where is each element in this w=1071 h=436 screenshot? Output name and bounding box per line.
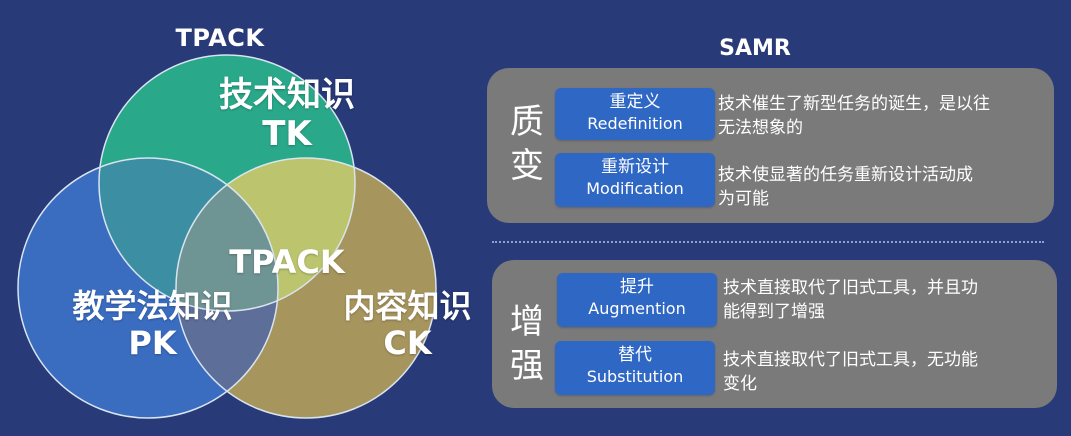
category-transformation: 质 变 bbox=[505, 100, 549, 188]
level-substitution[interactable]: 替代 Substitution bbox=[555, 341, 715, 395]
category-enhancement: 增 强 bbox=[505, 300, 549, 388]
desc-line: 为可能 bbox=[718, 189, 769, 209]
level-en: Redefinition bbox=[587, 114, 683, 133]
level-en: Augmention bbox=[588, 299, 686, 318]
level-zh: 重新设计 bbox=[601, 157, 669, 177]
venn-circles bbox=[17, 54, 437, 419]
category-char: 变 bbox=[510, 146, 544, 186]
category-char: 质 bbox=[510, 102, 544, 142]
level-augmention[interactable]: 提升 Augmention bbox=[557, 273, 717, 327]
level-zh: 替代 bbox=[618, 345, 652, 365]
level-en: Modification bbox=[586, 179, 684, 198]
level-modification[interactable]: 重新设计 Modification bbox=[555, 153, 715, 207]
level-en: Substitution bbox=[586, 367, 684, 386]
ck-label-abbr: CK bbox=[383, 323, 432, 362]
tk-label-zh: 技术知识 bbox=[219, 75, 355, 115]
ck-circle-outline bbox=[175, 157, 437, 419]
desc-line: 技术使显著的任务重新设计活动成 bbox=[718, 165, 973, 185]
desc-line: 技术催生了新型任务的诞生，是以往 bbox=[718, 94, 990, 114]
desc-line: 无法想象的 bbox=[718, 118, 803, 138]
level-zh: 重定义 bbox=[609, 92, 661, 112]
tk-circle-outline bbox=[98, 54, 356, 312]
pk-label: 教学法知识 PK bbox=[50, 288, 255, 362]
samr-title: SAMR bbox=[719, 36, 791, 61]
tk-label-abbr: TK bbox=[262, 114, 312, 155]
pk-circle-outline bbox=[17, 157, 279, 419]
pk-label-zh: 教学法知识 bbox=[72, 287, 233, 325]
samr-divider bbox=[492, 241, 1044, 243]
desc-line: 变化 bbox=[723, 374, 757, 394]
desc-line: 能得到了增强 bbox=[723, 302, 825, 322]
desc-line: 技术直接取代了旧式工具，无功能 bbox=[723, 350, 978, 370]
pk-label-abbr: PK bbox=[128, 323, 177, 362]
level-desc-redefinition: 技术催生了新型任务的诞生，是以往 无法想象的 bbox=[718, 92, 1048, 140]
level-desc-modification: 技术使显著的任务重新设计活动成 为可能 bbox=[718, 163, 1048, 211]
level-zh: 提升 bbox=[620, 277, 654, 297]
tpack-title: TPACK bbox=[175, 24, 265, 52]
level-desc-substitution: 技术直接取代了旧式工具，无功能 变化 bbox=[723, 348, 1053, 396]
ck-label-zh: 内容知识 bbox=[343, 287, 472, 325]
level-desc-augmention: 技术直接取代了旧式工具，并且功 能得到了增强 bbox=[723, 276, 1053, 324]
ck-label: 内容知识 CK bbox=[325, 288, 490, 362]
tpack-center-label: TPACK bbox=[229, 243, 345, 281]
tpack-center-overlap bbox=[176, 158, 278, 311]
category-char: 强 bbox=[510, 346, 544, 386]
level-redefinition[interactable]: 重定义 Redefinition bbox=[555, 88, 715, 140]
tk-label: 技术知识 TK bbox=[197, 75, 377, 155]
category-char: 增 bbox=[510, 302, 544, 342]
desc-line: 技术直接取代了旧式工具，并且功 bbox=[723, 278, 978, 298]
